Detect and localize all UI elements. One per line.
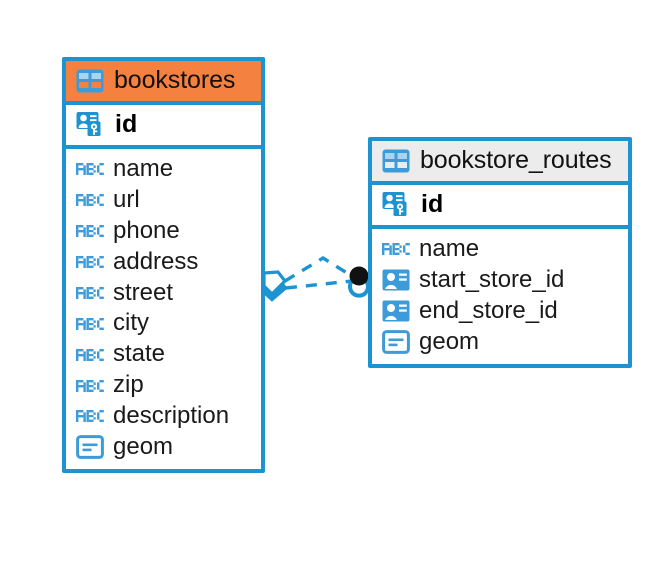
text-abc-icon	[76, 314, 104, 334]
primary-key-icon	[382, 191, 412, 219]
text-abc-icon	[76, 283, 104, 303]
field-row[interactable]: state	[66, 339, 261, 370]
geometry-icon	[76, 434, 104, 460]
field-label: street	[113, 278, 174, 306]
text-abc-icon	[76, 345, 104, 365]
text-abc-icon	[76, 159, 104, 179]
table-icon	[382, 149, 410, 173]
field-row[interactable]: name	[66, 154, 261, 185]
foreign-key-icon	[382, 268, 410, 292]
primary-key-icon	[76, 111, 106, 139]
field-row[interactable]: city	[66, 308, 261, 339]
table-icon	[76, 69, 104, 93]
entity-header-bookstores: bookstores	[66, 61, 261, 101]
field-list-bookstore-routes: name start_store_id	[372, 229, 628, 364]
text-abc-icon	[382, 239, 410, 259]
field-row[interactable]: phone	[66, 216, 261, 247]
field-label: phone	[113, 216, 180, 244]
relationship-line-upper	[284, 256, 356, 283]
text-abc-icon	[76, 376, 104, 396]
field-row[interactable]: end_store_id	[372, 296, 628, 327]
field-row[interactable]: street	[66, 278, 261, 309]
primary-key-row-bookstores[interactable]: id	[66, 101, 261, 149]
primary-key-label: id	[421, 190, 444, 218]
field-row[interactable]: name	[372, 234, 628, 265]
field-list-bookstores: name url	[66, 149, 261, 469]
field-label: geom	[113, 432, 174, 460]
filled-circle-marker	[348, 266, 370, 298]
field-row[interactable]: zip	[66, 370, 261, 401]
field-row[interactable]: url	[66, 185, 261, 216]
field-label: description	[113, 402, 230, 429]
field-label: geom	[419, 327, 480, 355]
entity-header-bookstore-routes: bookstore_routes	[372, 141, 628, 181]
relationship-line-lower	[285, 279, 353, 290]
foreign-key-icon	[382, 299, 410, 323]
field-label: name	[419, 235, 480, 262]
field-row[interactable]: geom	[372, 327, 628, 358]
field-row[interactable]: description	[66, 401, 261, 432]
field-row[interactable]: geom	[66, 432, 261, 463]
field-label: zip	[113, 371, 144, 399]
text-abc-icon	[76, 221, 104, 241]
primary-key-label: id	[115, 110, 138, 138]
diamond-marker	[260, 270, 288, 302]
field-label: name	[113, 155, 174, 182]
field-label: end_store_id	[419, 296, 558, 324]
field-label: city	[113, 309, 149, 337]
primary-key-row-bookstore-routes[interactable]: id	[372, 181, 628, 229]
field-row[interactable]: address	[66, 247, 261, 278]
text-abc-icon	[76, 190, 104, 210]
entity-bookstores[interactable]: bookstores id	[62, 57, 265, 473]
field-label: address	[113, 247, 199, 275]
entity-title: bookstore_routes	[420, 146, 612, 174]
field-label: start_store_id	[419, 265, 565, 293]
entity-bookstore-routes[interactable]: bookstore_routes id	[368, 137, 632, 368]
text-abc-icon	[76, 406, 104, 426]
field-label: url	[113, 185, 140, 213]
entity-title: bookstores	[114, 66, 236, 94]
field-label: state	[113, 340, 166, 368]
text-abc-icon	[76, 252, 104, 272]
field-row[interactable]: start_store_id	[372, 265, 628, 296]
geometry-icon	[382, 329, 410, 355]
